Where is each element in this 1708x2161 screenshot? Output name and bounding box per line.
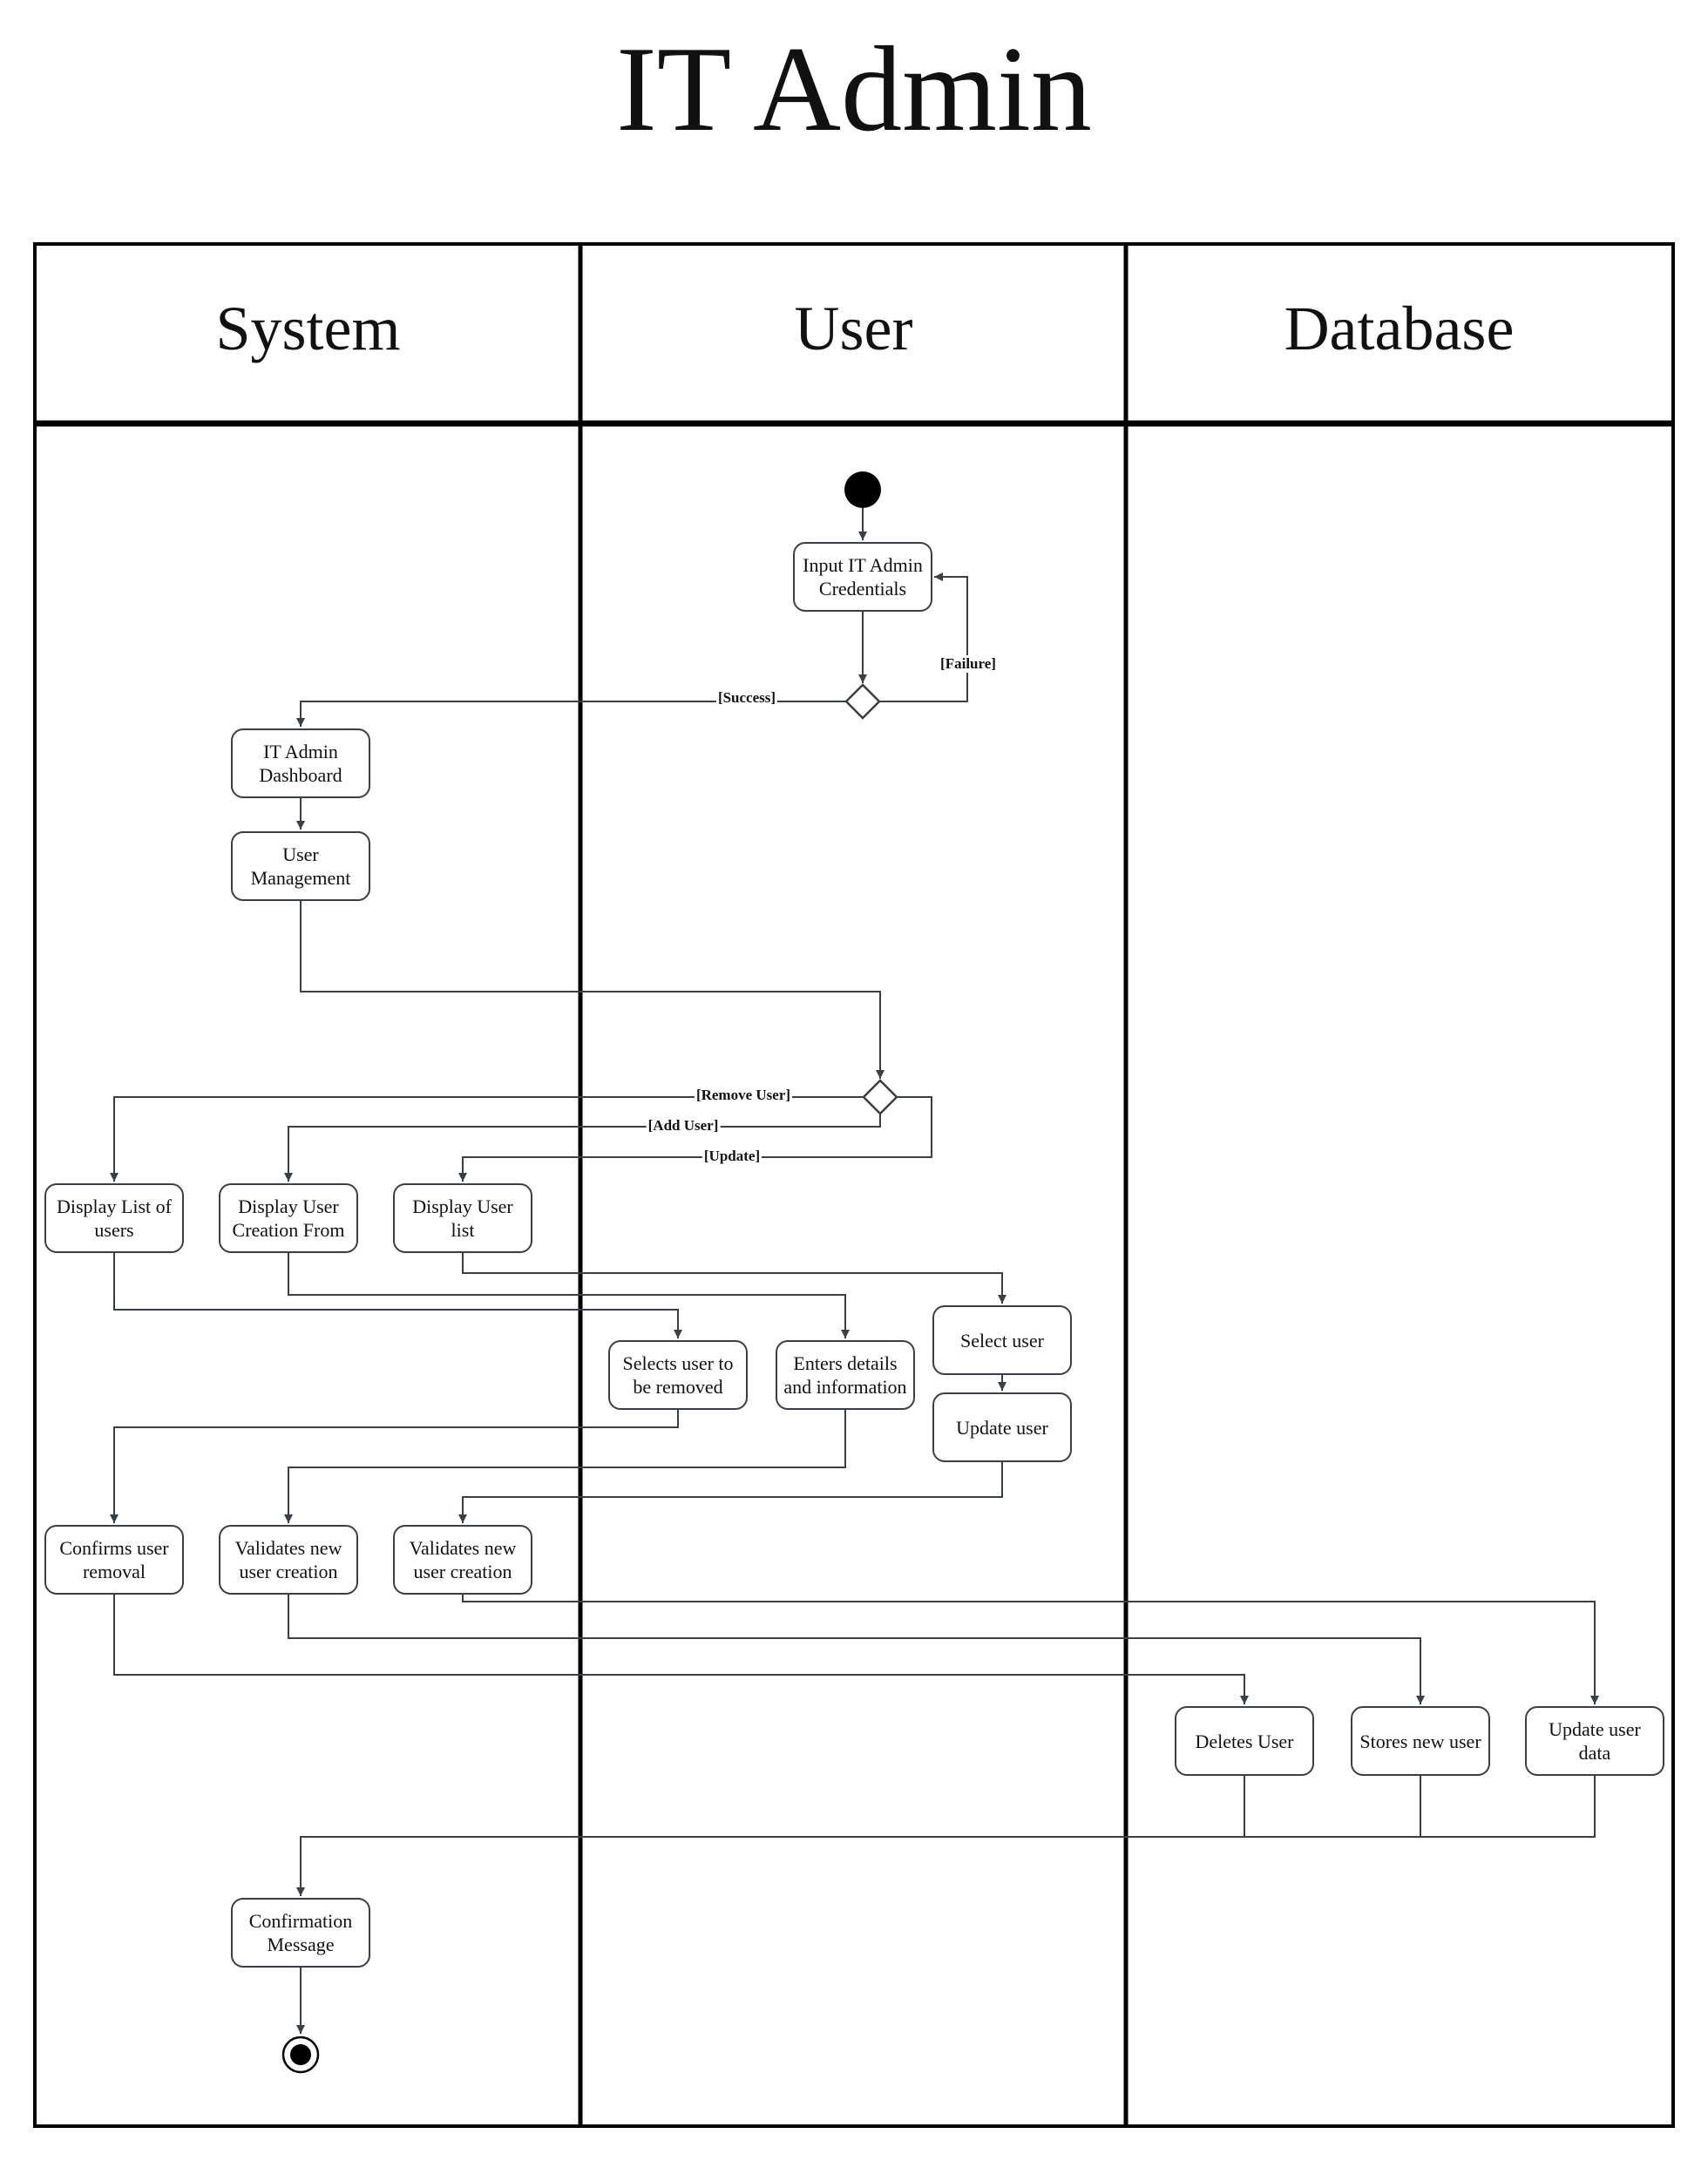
- guard-success: [Success]: [715, 689, 778, 707]
- connectors: [110, 508, 1599, 2034]
- diagram-title: IT Admin: [616, 22, 1092, 157]
- guard-remove-user: [Remove User]: [694, 1087, 793, 1104]
- node-confirmation-message: Confirmation Message: [231, 1898, 370, 1968]
- node-deletes-user: Deletes User: [1175, 1706, 1314, 1776]
- login-decision: [844, 683, 881, 720]
- guard-update: [Update]: [702, 1148, 762, 1165]
- node-validates-user-update: Validates new user creation: [393, 1525, 532, 1595]
- lane-title-system: System: [215, 294, 401, 363]
- lane-title-database: Database: [1284, 294, 1515, 363]
- node-selects-user-to-remove: Selects user to be removed: [608, 1340, 748, 1410]
- node-stores-new-user: Stores new user: [1351, 1706, 1490, 1776]
- guard-add-user: [Add User]: [646, 1117, 721, 1135]
- node-input-credentials: Input IT Admin Credentials: [793, 542, 932, 612]
- node-display-list-of-users: Display List of users: [44, 1183, 184, 1253]
- node-update-user-data: Update user data: [1525, 1706, 1664, 1776]
- swimlane-frame: [33, 242, 1675, 2128]
- start-node: [844, 471, 881, 508]
- node-enters-details: Enters details and information: [776, 1340, 915, 1410]
- node-confirms-user-removal: Confirms user removal: [44, 1525, 184, 1595]
- node-select-user: Select user: [932, 1305, 1072, 1375]
- node-display-user-list: Display User list: [393, 1183, 532, 1253]
- action-decision: [862, 1079, 898, 1115]
- node-it-admin-dashboard: IT Admin Dashboard: [231, 728, 370, 798]
- node-update-user: Update user: [932, 1392, 1072, 1462]
- node-validates-new-user-creation: Validates new user creation: [219, 1525, 358, 1595]
- guard-failure: [Failure]: [939, 655, 998, 673]
- end-node: [281, 2036, 320, 2074]
- node-user-management: User Management: [231, 831, 370, 901]
- lane-title-user: User: [794, 294, 913, 363]
- node-display-user-creation-form: Display User Creation From: [219, 1183, 358, 1253]
